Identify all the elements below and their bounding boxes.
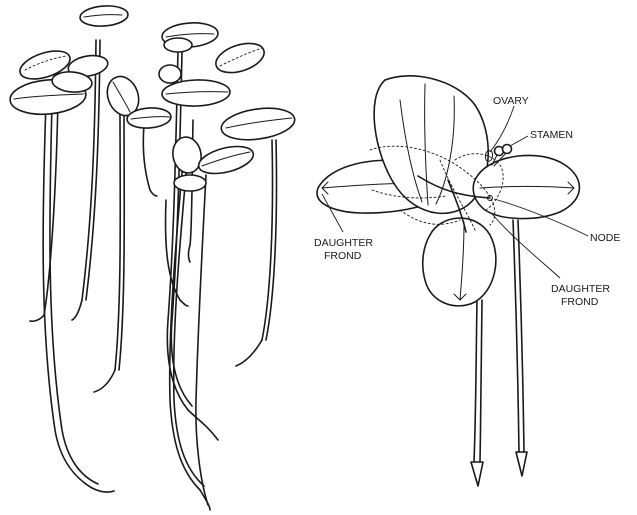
node-label: NODE	[590, 232, 620, 244]
daughter-frond-left-label-line2: FROND	[324, 250, 362, 262]
daughter-frond-left-label-line1: DAUGHTER	[314, 237, 373, 249]
daughter-frond-bottom	[423, 218, 496, 306]
root-cap	[189, 245, 191, 262]
root	[474, 300, 477, 462]
root-cap	[471, 462, 483, 486]
root-cap	[188, 410, 218, 440]
root	[143, 125, 150, 190]
daughter-frond-right-label-line2: FROND	[561, 296, 599, 308]
stamen-leader	[510, 136, 528, 146]
root-cap	[516, 452, 527, 476]
root	[115, 110, 120, 370]
frond	[164, 38, 192, 52]
root-cap	[30, 315, 44, 321]
root	[196, 175, 208, 505]
daughter-frond-right-leader	[492, 214, 560, 278]
frond	[79, 4, 128, 27]
frond	[212, 38, 268, 78]
plant-colony	[9, 4, 297, 510]
daughter-frond-right-label-line1: DAUGHTER	[551, 283, 610, 295]
frond	[219, 104, 296, 144]
root	[480, 300, 482, 462]
ovary-label: OVARY	[493, 95, 529, 107]
root-cap	[72, 300, 82, 320]
root-cap	[236, 340, 262, 366]
root-cap	[92, 488, 114, 492]
root	[513, 220, 519, 452]
root-cap	[180, 300, 188, 306]
root-cap	[150, 190, 157, 196]
frond	[196, 142, 256, 179]
frond	[159, 65, 181, 83]
fronds-group	[9, 4, 297, 191]
root-cap	[94, 370, 115, 392]
frond	[174, 175, 206, 191]
stamen-label: STAMEN	[530, 129, 573, 141]
root	[50, 104, 98, 484]
